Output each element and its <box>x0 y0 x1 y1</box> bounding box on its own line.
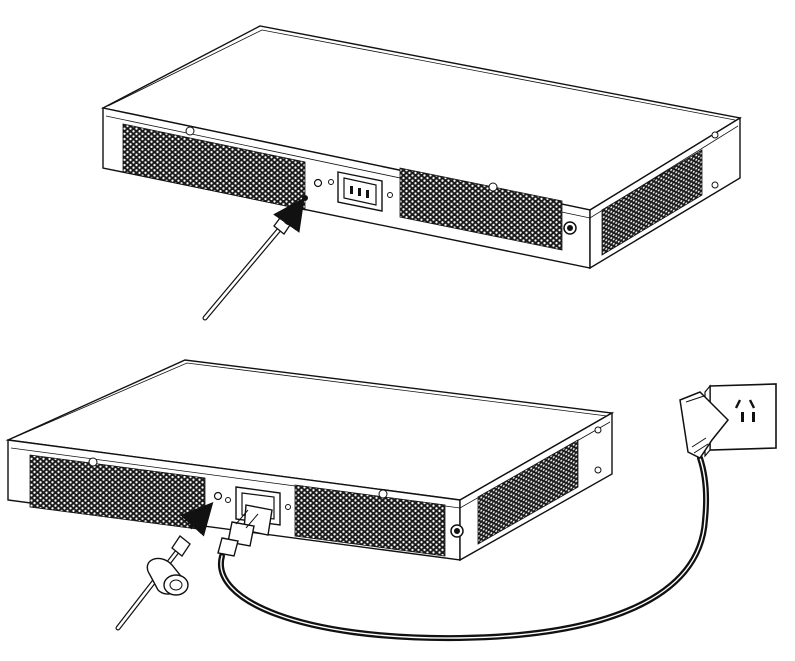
ac-power-inlet-top <box>328 171 393 212</box>
wall-plug <box>679 391 730 459</box>
insert-arrow-bottom <box>180 502 214 537</box>
cord-highlight <box>220 457 707 639</box>
vent-grille-right-top <box>399 167 563 251</box>
step-2-group <box>5 359 777 642</box>
vent-grille-right-bottom <box>294 484 446 557</box>
cable-tie-with-clip <box>115 535 191 631</box>
cable-tie-top <box>202 213 293 321</box>
vent-grille-left-top <box>122 123 306 211</box>
ground-screw-top <box>563 221 577 235</box>
ground-hole-bottom <box>213 491 223 501</box>
insert-arrow-top <box>273 197 305 233</box>
ground-screw-bottom <box>450 524 464 538</box>
step-1-group <box>100 25 742 321</box>
side-vent-bottom <box>477 426 602 545</box>
side-vent-top <box>601 131 719 256</box>
power-plug-connector <box>217 504 273 557</box>
